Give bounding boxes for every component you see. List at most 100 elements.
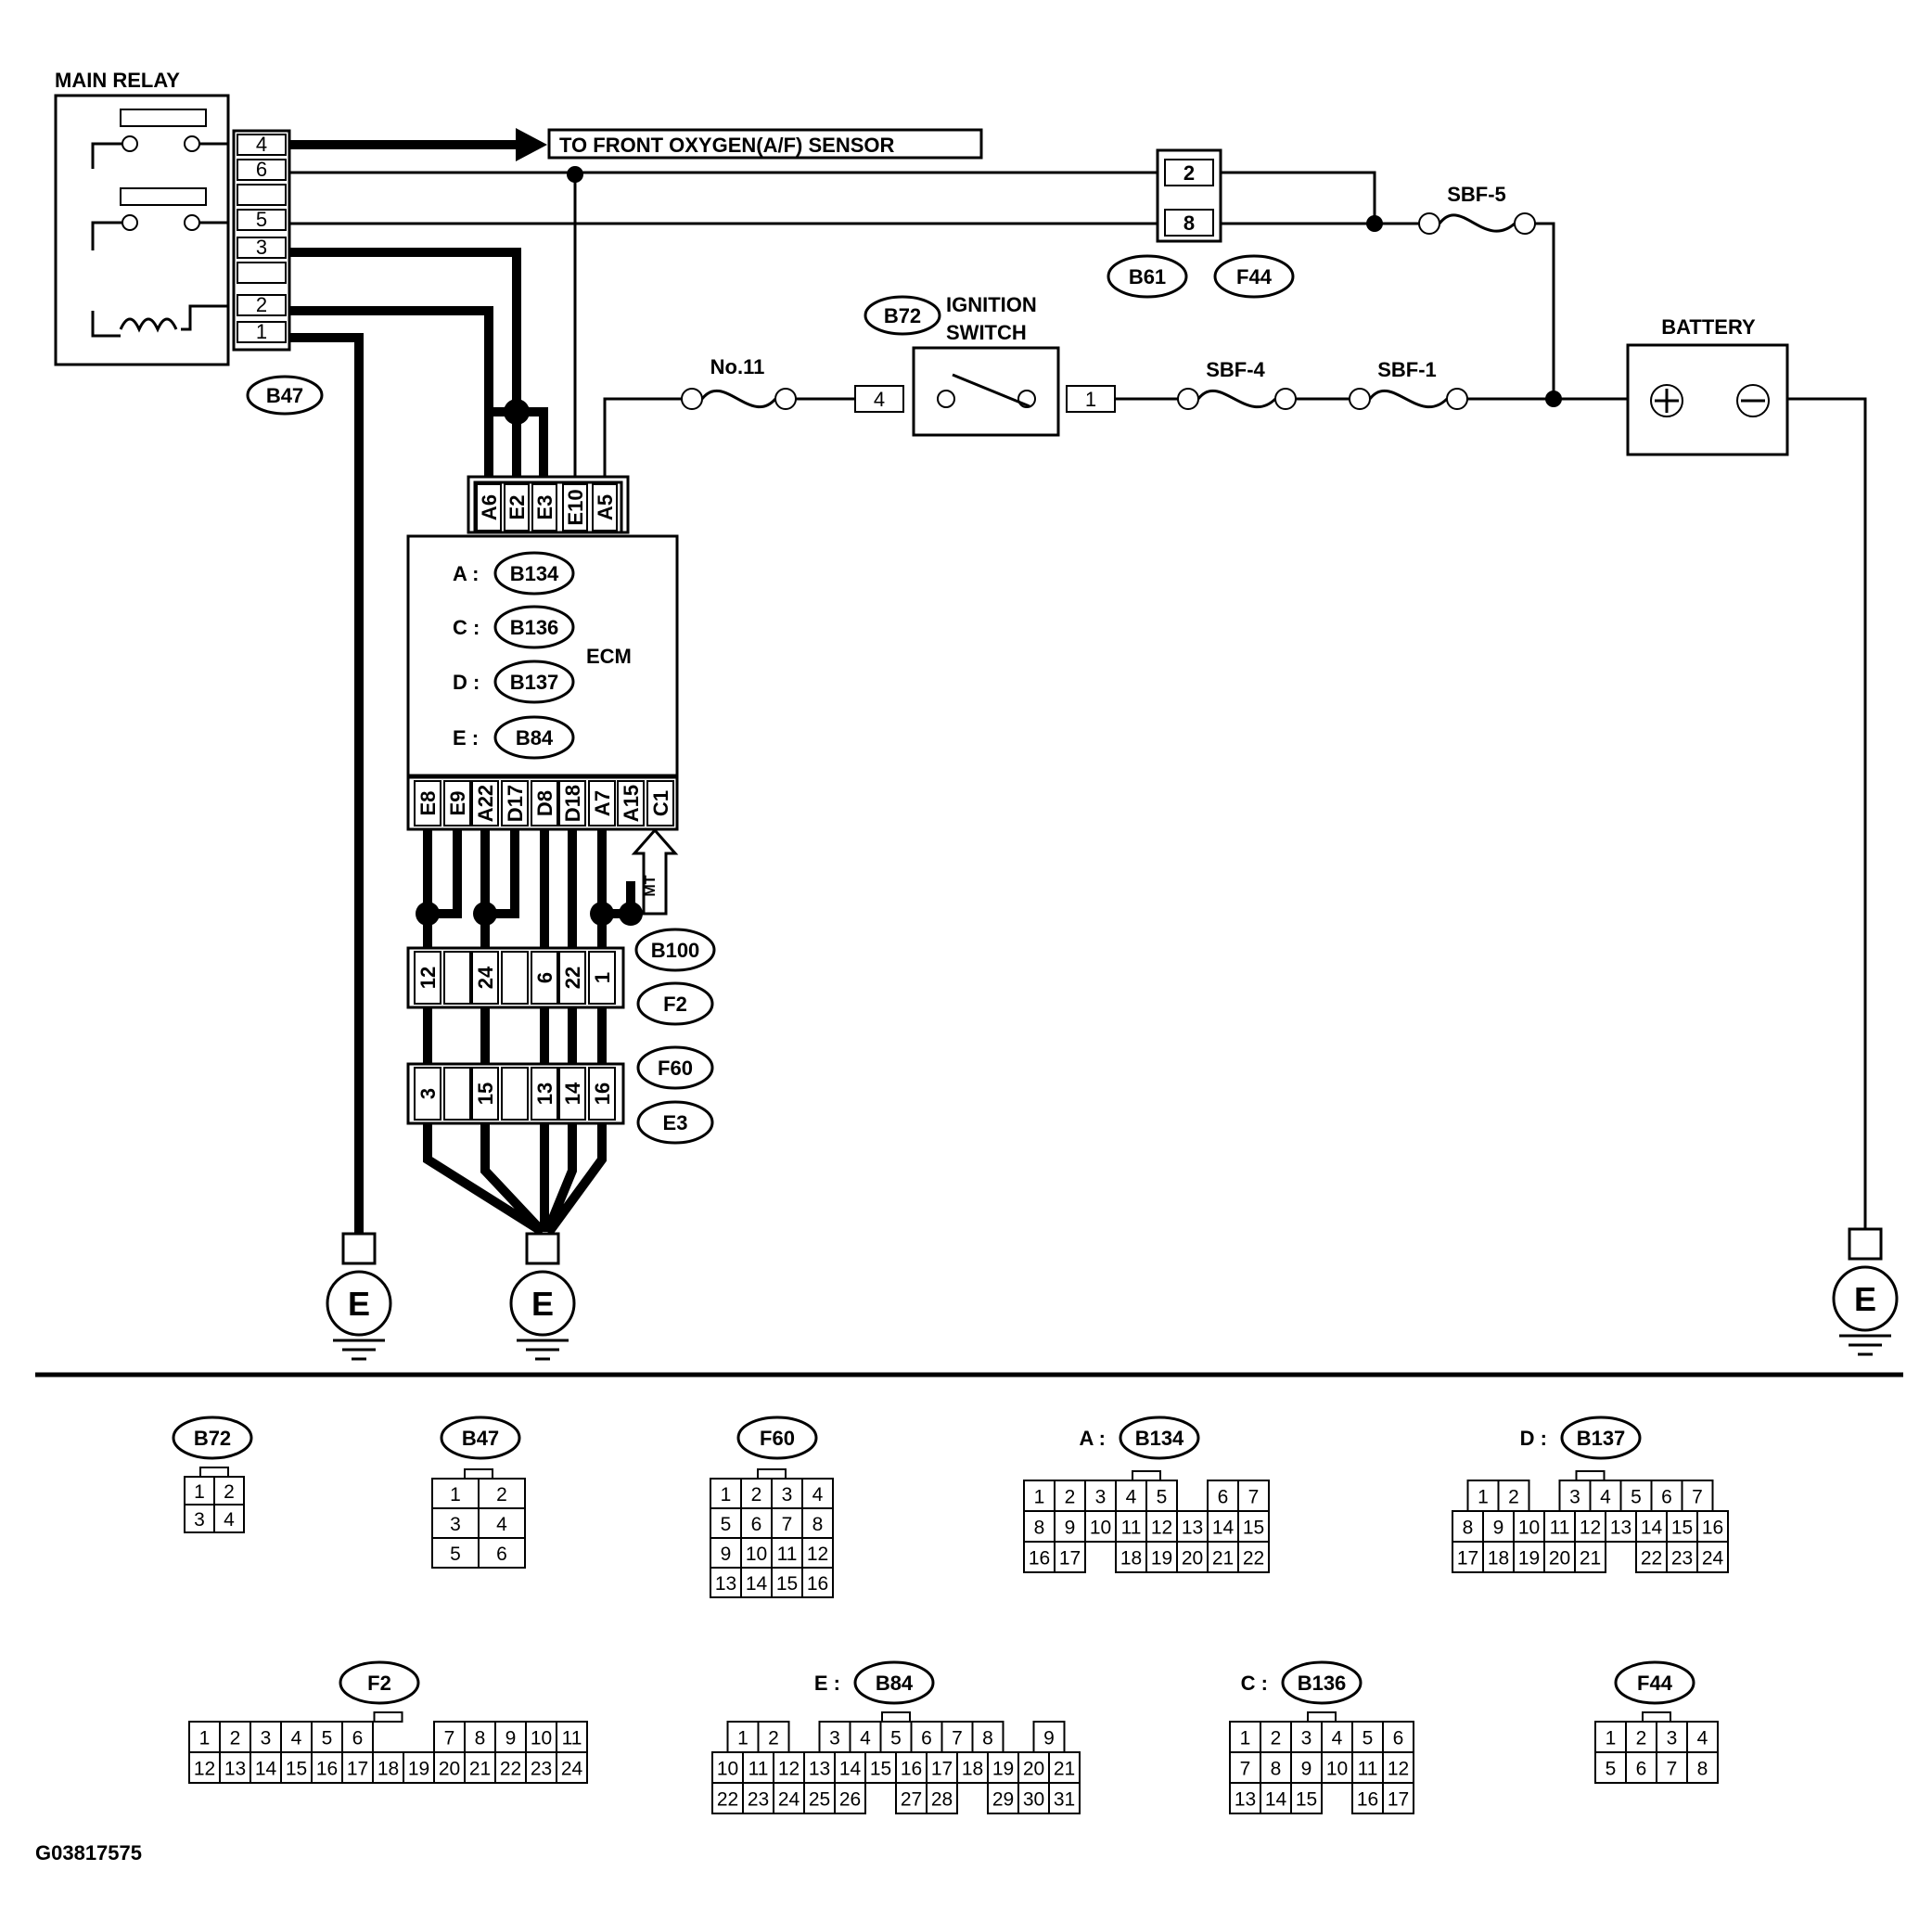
svg-text:B72: B72: [884, 304, 921, 327]
inline-connector-pin: 15: [474, 1083, 497, 1105]
connector-view-pin: 1: [737, 1728, 748, 1749]
relay-pin: 4: [256, 133, 267, 156]
connector-view-tag: [440, 1416, 521, 1460]
connector-view-pin: 5: [1363, 1728, 1374, 1749]
connector-view-pin: 18: [962, 1759, 983, 1780]
tag-f60: F60: [636, 1045, 714, 1090]
svg-text:B100: B100: [651, 939, 700, 962]
connector-view-pin: 18: [1488, 1548, 1509, 1570]
ecm-bottom-pin: A22: [474, 785, 497, 822]
connector-view-pin: 11: [1121, 1518, 1142, 1539]
connector-view-pin: 18: [1120, 1548, 1142, 1570]
connector-view-pin: 8: [1463, 1518, 1474, 1539]
ecm-top-pin: E3: [533, 495, 557, 520]
connector-view-pin: 7: [1248, 1487, 1260, 1508]
connector-view-pin: 2: [224, 1481, 235, 1503]
ign-pin: 1: [1085, 388, 1096, 411]
inline-connector-pin: 24: [474, 966, 497, 989]
tag-e3: E3: [636, 1100, 714, 1145]
connector-view-pin: 2: [1271, 1728, 1282, 1749]
relay-contact-2: [91, 187, 228, 250]
connector-view-pin: 13: [715, 1573, 736, 1595]
connector-view-pin: 21: [469, 1759, 491, 1780]
connector-view-pin: 14: [255, 1759, 277, 1780]
connector-view-pin: 25: [809, 1789, 830, 1811]
connector-view-pin: 1: [721, 1484, 732, 1506]
connector-view-pin: 10: [1326, 1759, 1348, 1780]
connector-view-tag-label: B137: [1577, 1427, 1626, 1450]
ecm-connector-prefix: A :: [453, 562, 480, 585]
connector-view-pin: 3: [1095, 1487, 1107, 1508]
ecm-bottom-pin: A15: [620, 785, 643, 822]
connector-view-pin: 22: [717, 1789, 738, 1811]
svg-text:F60: F60: [658, 1057, 693, 1080]
fuse-no11-label: No.11: [710, 355, 765, 378]
ecm-bottom-pin: D17: [504, 785, 527, 822]
connector-view-pin: 17: [1059, 1548, 1081, 1570]
connector-view-pin: 20: [1023, 1759, 1044, 1780]
connector-view-pin: 10: [531, 1728, 552, 1749]
connector-view-pin: 16: [807, 1573, 828, 1595]
connector-view-pin: 15: [776, 1573, 798, 1595]
mt-label: MT: [643, 875, 659, 896]
connector-view-pin: 12: [1151, 1518, 1172, 1539]
connector-view-pin: 13: [1235, 1789, 1256, 1811]
relay-pin: 5: [256, 208, 267, 231]
connector-view-pin: 24: [561, 1759, 583, 1780]
connector-view-pin: 12: [778, 1759, 800, 1780]
connector-view-pin: 5: [1606, 1759, 1617, 1780]
connector-view-pin: 5: [1631, 1487, 1642, 1508]
connector-view-pin: 3: [194, 1509, 205, 1531]
connector-b61: 2 8: [1156, 148, 1222, 243]
switch-blade-icon: [952, 373, 1030, 408]
connector-view-tag: [1281, 1660, 1363, 1705]
connector-view-prefix: C :: [1241, 1672, 1268, 1695]
connector-view-tag-label: F60: [760, 1427, 795, 1450]
connector-view-pin: 8: [812, 1514, 824, 1535]
ecm-connector-tag-label: B134: [510, 562, 559, 585]
connector-view-pin: 6: [496, 1544, 507, 1565]
connector-view-pin: 17: [1388, 1789, 1409, 1811]
connector-view-pin: 7: [1692, 1487, 1703, 1508]
connector-view-pin: 10: [717, 1759, 738, 1780]
connector-view-pin: 15: [286, 1759, 307, 1780]
ecm-label: ECM: [586, 645, 632, 668]
connector-view-pin: 9: [1065, 1518, 1076, 1539]
connector-view-pin: 5: [450, 1544, 461, 1565]
connector-view-pin: 11: [748, 1759, 769, 1780]
connector-view-tag: [1119, 1416, 1200, 1460]
connector-view-pin: 4: [1332, 1728, 1343, 1749]
junction-dot: [473, 902, 497, 926]
connector-view-tag-label: F2: [367, 1672, 391, 1695]
connector-view-pin: 5: [1157, 1487, 1168, 1508]
connector-view-pin: 4: [496, 1514, 507, 1535]
junction-dot: [619, 902, 643, 926]
connector-view-pin: 26: [839, 1789, 861, 1811]
wire-a5: [603, 397, 682, 490]
connector-view-pin: 6: [751, 1514, 762, 1535]
ecm-bottom-pin: E9: [446, 791, 469, 816]
connector-view-pin: 3: [261, 1728, 272, 1749]
svg-text:F2: F2: [663, 993, 687, 1016]
b61-pin: 8: [1184, 211, 1195, 235]
connector-view-pin: 13: [809, 1759, 830, 1780]
connector-view-pin: 16: [1029, 1548, 1050, 1570]
connector-view-tag: [172, 1416, 253, 1460]
ignition-switch[interactable]: 4 1: [854, 346, 1116, 437]
connector-view-pin: 12: [807, 1544, 828, 1565]
connector-view-pin: 17: [931, 1759, 953, 1780]
connector-view-tag-label: F44: [1637, 1672, 1673, 1695]
connector-view-pin: 14: [1265, 1789, 1287, 1811]
connector-view-pin: 15: [1296, 1789, 1317, 1811]
connector-view-pin: 23: [531, 1759, 552, 1780]
connector-view-pin: 20: [1549, 1548, 1570, 1570]
connector-view-pin: 9: [1301, 1759, 1312, 1780]
main-relay-title: MAIN RELAY: [55, 69, 180, 92]
connector-view-pin: 14: [746, 1573, 768, 1595]
connector-view-pin: 10: [1518, 1518, 1540, 1539]
connector-view-pin: 8: [1034, 1518, 1045, 1539]
connector-view-pin: 2: [768, 1728, 779, 1749]
